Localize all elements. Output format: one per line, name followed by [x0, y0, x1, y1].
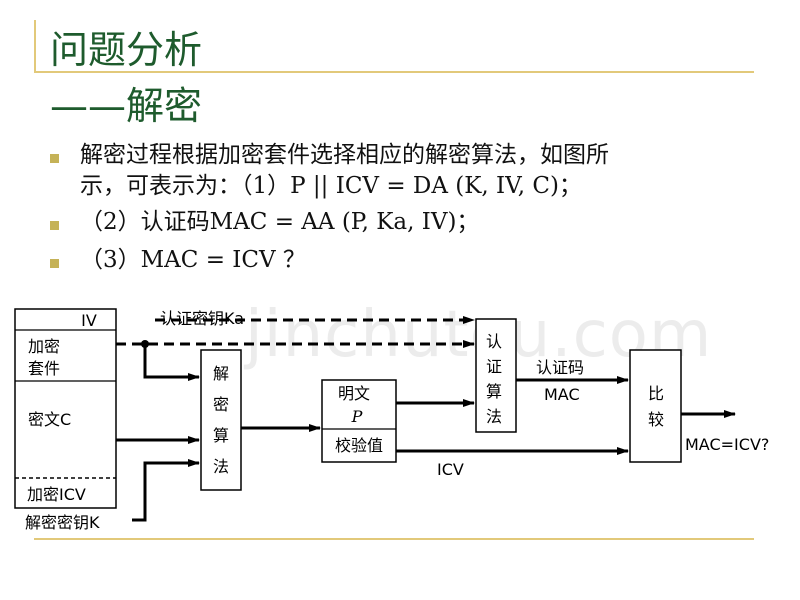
key-to-decrypt-arrow [132, 459, 200, 522]
plaintext-symbol: P [351, 407, 363, 426]
packet-suite-label-2: 套件 [28, 359, 60, 378]
bullet-1-line2: 示，可表示为：（1）P || ICV = DA (K, IV, C)； [80, 173, 582, 199]
decrypt-algo-char-4: 法 [213, 457, 229, 476]
decorative-top-divider [34, 71, 754, 73]
decrypt-algo-char-3: 算 [213, 426, 229, 445]
bullet-3-text: （3）MAC = ICV ？ [80, 247, 306, 273]
auth-algo-char-1: 认 [486, 332, 502, 351]
slide-title-line2: ——解密 [50, 84, 203, 128]
decorative-vertical-line [34, 20, 36, 72]
packet-ciphertext-label: 密文C [28, 410, 71, 429]
bullet-1-line1: 解密过程根据加密套件选择相应的解密算法，如图所 [80, 142, 609, 168]
decryption-key-label: 解密密钥K [25, 513, 100, 532]
mac-label-en: MAC [544, 385, 580, 404]
bullet-marker [50, 154, 59, 163]
auth-key-label: 认证密钥Ka [160, 309, 244, 328]
decrypt-algo-char-2: 密 [213, 395, 229, 414]
bullet-marker [50, 259, 59, 268]
authentication-algorithm-box [475, 318, 517, 433]
plaintext-checksum-box [321, 379, 397, 463]
decorative-bottom-divider [34, 538, 754, 540]
packet-enc-icv-label: 加密ICV [27, 485, 86, 504]
packet-suite-label-1: 加密 [28, 337, 60, 356]
packet-box [14, 308, 117, 509]
icv-label: ICV [437, 460, 464, 479]
decrypt-algo-char-1: 解 [213, 364, 229, 383]
mac-label-cn: 认证码 [536, 358, 584, 377]
auth-algo-char-3: 算 [486, 382, 502, 401]
result-label: MAC=ICV? [685, 435, 769, 454]
auth-algo-char-4: 法 [486, 407, 502, 426]
slide-title-line1: 问题分析 [50, 28, 203, 72]
bullet-marker [50, 221, 59, 230]
checksum-label: 校验值 [335, 436, 383, 455]
plaintext-label: 明文 [338, 384, 370, 403]
iv-to-decrypt-arrow [143, 344, 200, 381]
packet-iv-label: IV [81, 311, 97, 330]
compare-box [629, 349, 682, 463]
bullet-2-text: （2）认证码MAC = AA (P, Ka, IV)； [80, 209, 480, 235]
decryption-algorithm-box [200, 349, 242, 491]
compare-char-2: 较 [648, 410, 664, 429]
auth-algo-char-2: 证 [486, 357, 502, 376]
compare-char-1: 比 [648, 384, 664, 403]
